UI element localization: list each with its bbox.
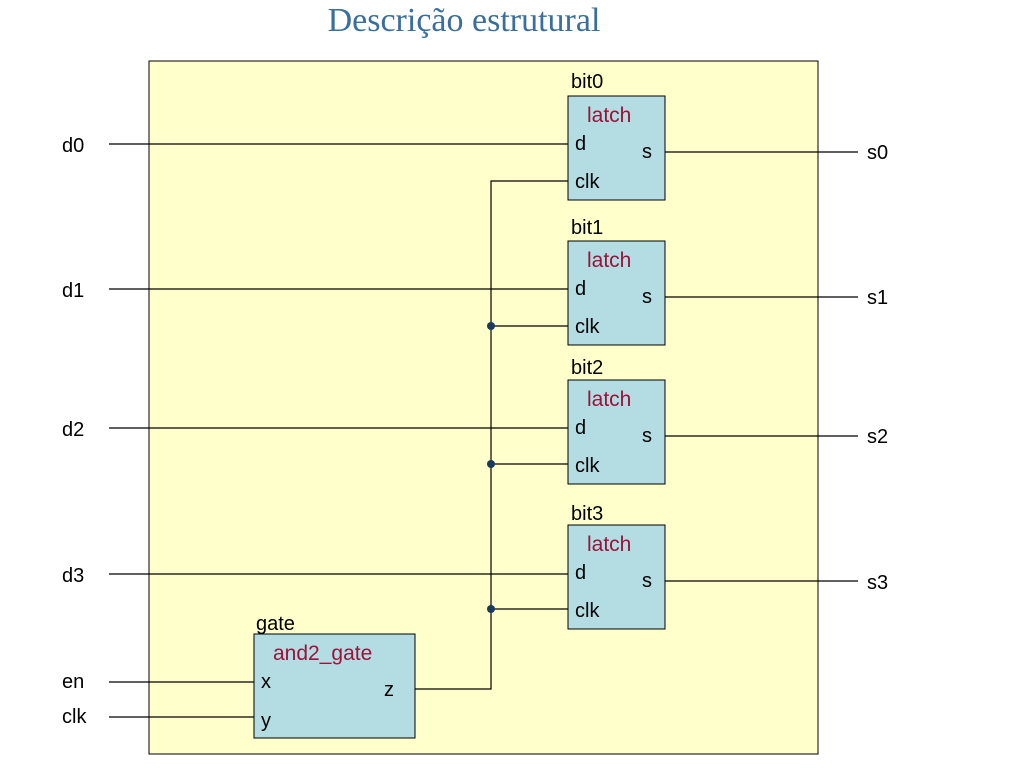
latch-box-bit3 <box>567 524 666 630</box>
latch-block-bit3[interactable]: bit3 latch d s clk <box>567 503 666 630</box>
port-s-bit2: s <box>642 425 652 447</box>
latch-box-bit1 <box>567 240 666 346</box>
wire-clock-bus <box>415 180 568 690</box>
junction-dot <box>487 605 495 613</box>
output-label-s1: s1 <box>867 287 888 309</box>
latch-block-bit0[interactable]: bit0 latch d s clk <box>567 71 666 201</box>
port-y-gate: y <box>261 710 271 732</box>
latch-block-bit1[interactable]: bit1 latch d s clk <box>567 217 666 346</box>
port-z-gate: z <box>384 679 394 701</box>
entity-label-bit0: latch <box>587 104 631 127</box>
port-d-bit2: d <box>575 417 586 439</box>
output-label-s3: s3 <box>867 572 888 594</box>
port-d-bit1: d <box>575 278 586 300</box>
junction-dot <box>487 322 495 330</box>
input-label-d3: d3 <box>62 565 84 587</box>
port-s-bit0: s <box>642 141 652 163</box>
architecture-frame <box>148 60 819 755</box>
entity-label-bit2: latch <box>587 388 631 411</box>
latch-box-bit2 <box>567 379 666 485</box>
instance-label-bit3: bit3 <box>571 503 603 525</box>
port-d-bit0: d <box>575 133 586 155</box>
output-label-s2: s2 <box>867 426 888 448</box>
entity-label-bit1: latch <box>587 249 631 272</box>
entity-label-bit3: latch <box>587 533 631 556</box>
instance-label-bit2: bit2 <box>571 357 603 379</box>
gate-box <box>253 633 416 739</box>
input-label-d1: d1 <box>62 280 84 302</box>
input-label-d0: d0 <box>62 135 84 157</box>
gate-block[interactable]: gate and2_gate x z y <box>253 613 416 739</box>
port-clk-bit3: clk <box>575 600 600 622</box>
port-s-bit3: s <box>642 570 652 592</box>
junction-dot <box>487 460 495 468</box>
latch-block-bit2[interactable]: bit2 latch d s clk <box>567 357 666 485</box>
port-clk-bit0: clk <box>575 171 600 193</box>
instance-label-gate: gate <box>256 613 295 635</box>
instance-label-bit1: bit1 <box>571 217 603 239</box>
output-label-s0: s0 <box>867 142 888 164</box>
input-label-clk: clk <box>62 706 87 728</box>
input-label-en: en <box>62 671 84 693</box>
port-clk-bit1: clk <box>575 316 600 338</box>
port-x-gate: x <box>261 671 271 693</box>
port-d-bit3: d <box>575 562 586 584</box>
port-s-bit1: s <box>642 286 652 308</box>
entity-label-gate: and2_gate <box>273 642 372 665</box>
instance-label-bit0: bit0 <box>571 71 603 93</box>
page-title: Descrição estrutural <box>327 2 601 39</box>
input-label-d2: d2 <box>62 419 84 441</box>
latch-box-bit0 <box>567 95 666 201</box>
port-clk-bit2: clk <box>575 455 600 477</box>
